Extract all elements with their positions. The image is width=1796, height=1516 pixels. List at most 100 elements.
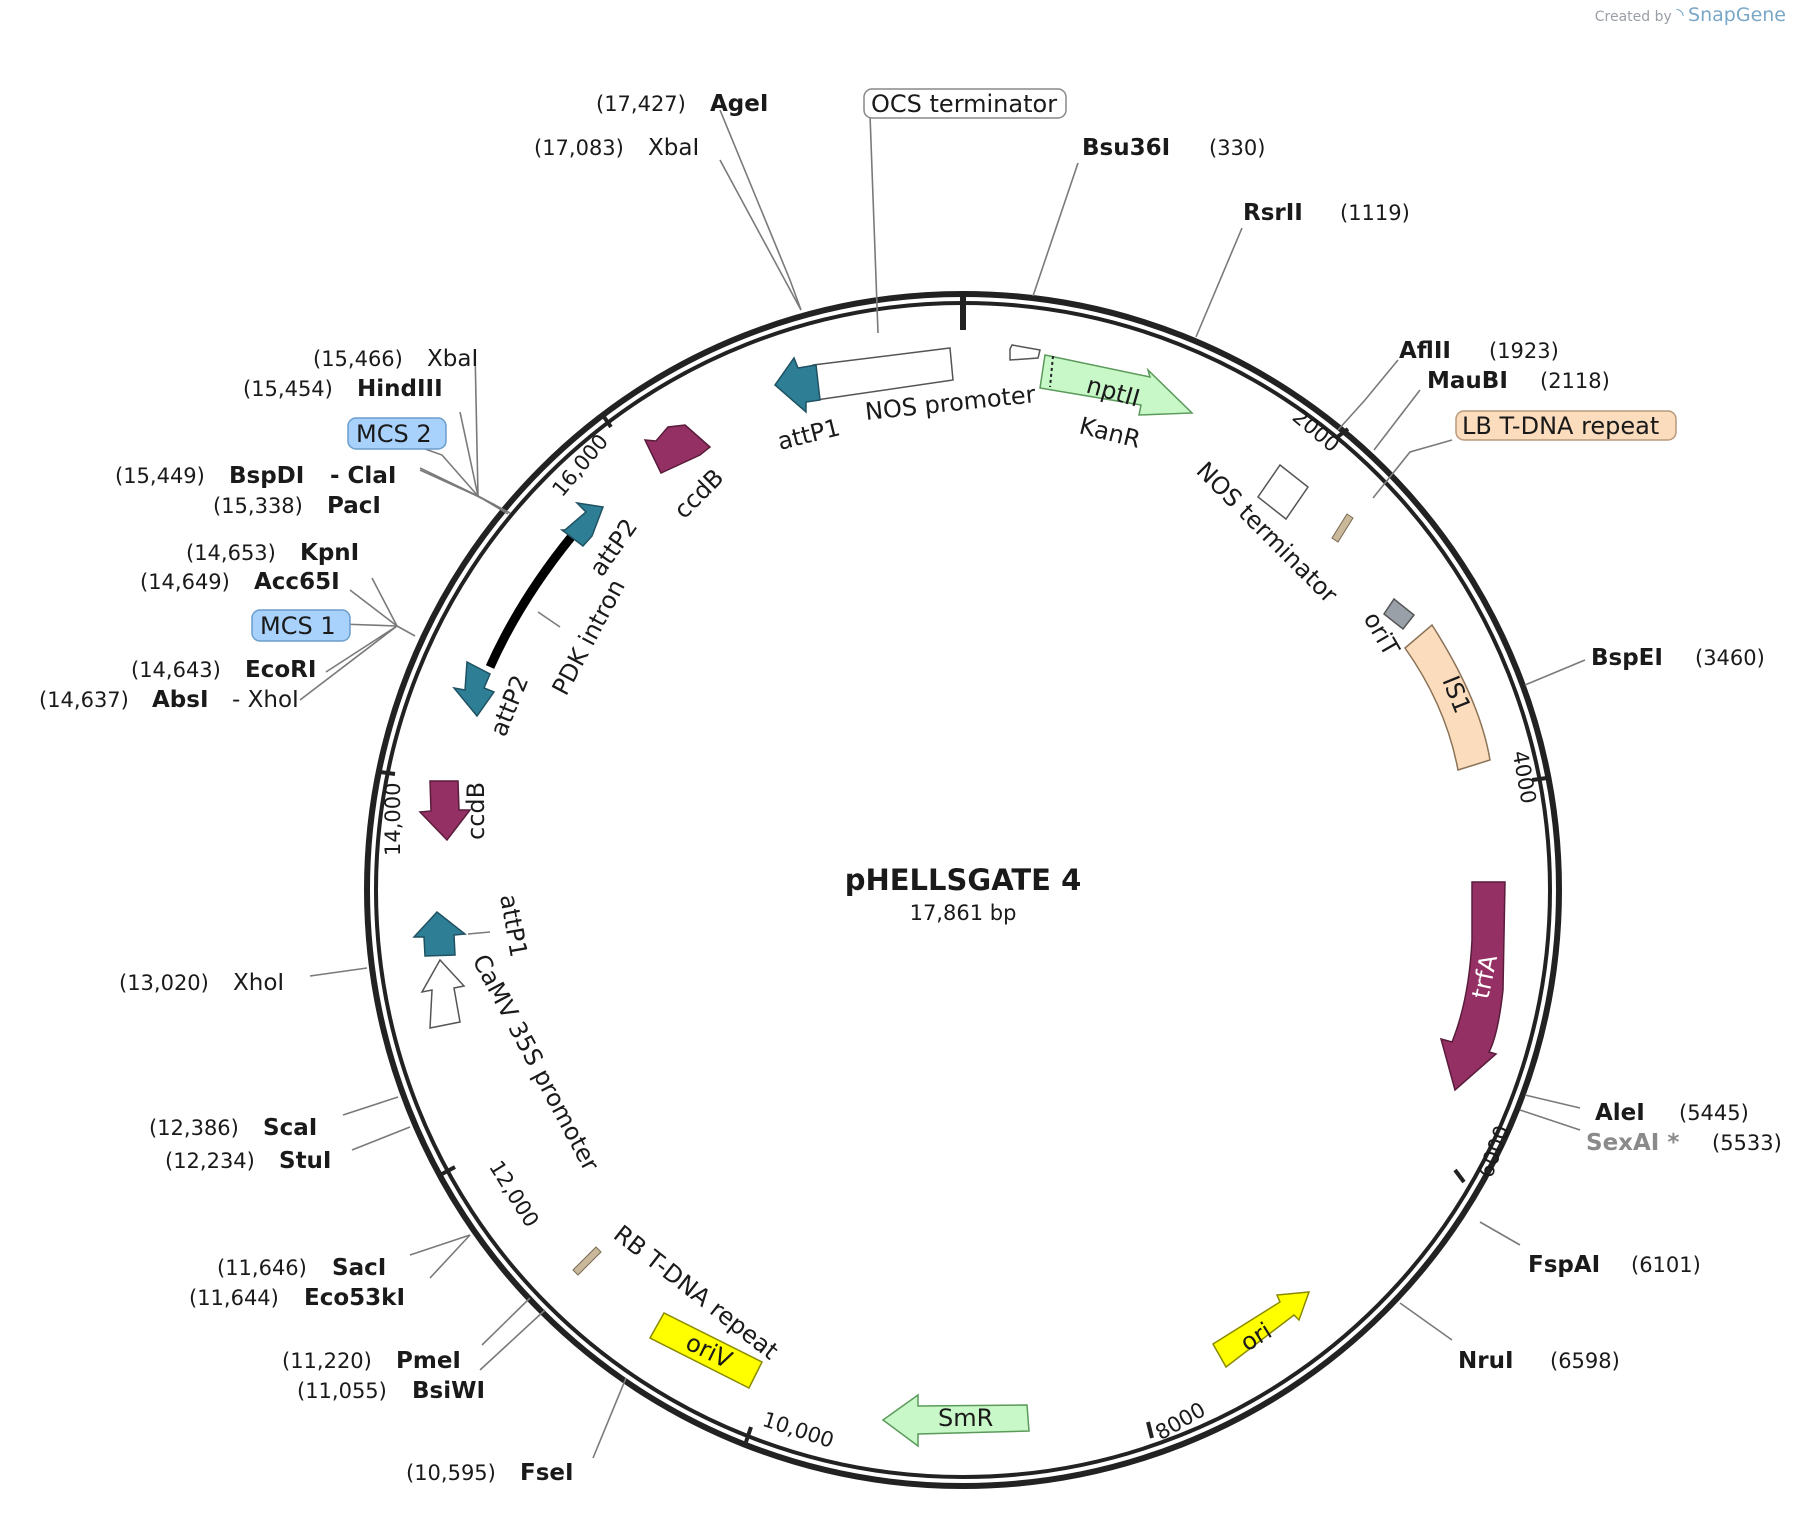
enzyme-name[interactable]: AgeI	[710, 91, 768, 117]
bsu36i-leader	[1032, 162, 1079, 297]
feature-orit[interactable]: oriT	[1358, 597, 1416, 661]
feature-ccdb-left[interactable]: ccdB	[418, 780, 490, 842]
attp2-upper-shape	[559, 501, 605, 548]
enzyme-name[interactable]: XbaI	[648, 135, 699, 161]
attp2-lower-shape	[452, 660, 496, 718]
oriv-shape	[648, 1312, 764, 1390]
pdk-intron-label: PDK intron	[547, 575, 631, 700]
enzyme-name[interactable]: XhoI	[233, 970, 284, 996]
feature-nos-promoter[interactable]: NOS promoter	[812, 347, 1037, 426]
enzyme-name[interactable]: Eco53kI	[304, 1285, 405, 1311]
enzyme-name[interactable]: BspEI	[1591, 645, 1663, 671]
enzyme-position: (11,220)	[282, 1349, 372, 1373]
enzyme-name[interactable]: SacI	[332, 1255, 386, 1281]
enzyme-name[interactable]: StuI	[279, 1148, 332, 1174]
enzyme-name[interactable]: PmeI	[396, 1348, 461, 1374]
ocs-terminator-text: OCS terminator	[871, 90, 1057, 118]
enzyme-name[interactable]: FseI	[520, 1460, 574, 1486]
ruler-tick	[1453, 1168, 1466, 1184]
enzyme-labels: (17,427) AgeI (17,083) XbaI Bsu36I (330)…	[39, 91, 1782, 1486]
enzyme-name[interactable]: Bsu36I	[1082, 135, 1170, 161]
xhoi-leader	[309, 967, 368, 977]
enzyme-name[interactable]: RsrII	[1243, 200, 1303, 226]
enzyme-name[interactable]: XbaI	[427, 346, 478, 372]
ori-shape	[1211, 1291, 1311, 1369]
feature-ccdb-top[interactable]: ccdB	[643, 424, 729, 524]
bsiwi-leader	[479, 1309, 546, 1371]
enzyme-position: (14,637)	[39, 688, 129, 712]
ruler-tick	[379, 770, 396, 776]
enzyme-name[interactable]: SexAI *	[1586, 1130, 1679, 1156]
mcs2-label[interactable]: MCS 2	[347, 417, 447, 450]
attp1-top-label: attP1	[775, 413, 843, 455]
enzyme-leaders	[299, 109, 1586, 1459]
ccdb-left-shape	[418, 780, 472, 842]
enzyme-name[interactable]: Acc65I	[254, 569, 340, 595]
nos-terminator-label: NOS terminator	[1191, 456, 1343, 608]
enzyme-name[interactable]: FspAI	[1528, 1252, 1600, 1278]
nrui-leader	[1399, 1302, 1453, 1341]
enzyme-name[interactable]: AflII	[1399, 338, 1451, 364]
enzyme-name[interactable]: BspDI	[229, 463, 304, 489]
lb-tdna-repeat-feature[interactable]	[1331, 513, 1354, 543]
enzyme-position: (1923)	[1489, 339, 1559, 363]
mcs1-label[interactable]: MCS 1	[251, 609, 351, 642]
agei-leader	[719, 109, 802, 311]
rb-tdna-repeat-shape	[572, 1246, 602, 1276]
enzyme-position: (6598)	[1550, 1349, 1620, 1373]
enzyme-name[interactable]: EcoRI	[245, 657, 316, 683]
sexai-leader	[1519, 1109, 1581, 1131]
enzyme-name[interactable]: ScaI	[263, 1115, 317, 1141]
feature-attp2-lower[interactable]: attP2	[452, 660, 534, 740]
feature-is1[interactable]: IS1	[1403, 623, 1491, 771]
rsrii-leader	[1195, 227, 1243, 338]
enzyme-name[interactable]: KpnI	[300, 540, 359, 566]
lb-tdna-repeat-box	[1455, 410, 1677, 441]
feature-ori[interactable]: ori	[1211, 1291, 1311, 1369]
enzyme-name[interactable]: HindIII	[357, 376, 443, 402]
orit-shape	[1382, 597, 1416, 631]
kanr-label: KanR	[1077, 412, 1144, 454]
ccdb-left-label: ccdB	[462, 782, 490, 840]
enzyme-name[interactable]: PacI	[327, 493, 381, 519]
enzyme-position: (17,427)	[596, 92, 686, 116]
enzyme-name[interactable]: MauBI	[1427, 368, 1508, 394]
ocs-terminator-label[interactable]: OCS terminator	[863, 88, 1067, 119]
attp1-left-leader	[467, 931, 491, 935]
camv-35s-label: CaMV 35S promoter	[467, 950, 605, 1176]
enzyme-position: (13,020)	[119, 971, 209, 995]
ruler-tick	[441, 1165, 456, 1176]
smr-shape	[881, 1393, 1030, 1448]
enzyme-name[interactable]: AleI	[1595, 1100, 1645, 1126]
feature-camv-35s[interactable]: CaMV 35S promoter	[420, 950, 605, 1176]
feature-nptii[interactable]: nptII KanR	[1009, 344, 1194, 454]
fsei-leader	[592, 1377, 627, 1459]
feature-smr[interactable]: SmR	[881, 1393, 1030, 1448]
snapgene-credit: Created by ◝ SnapGene	[1595, 4, 1786, 26]
enzyme-position: (1119)	[1340, 201, 1410, 225]
ruler-tick	[1531, 776, 1548, 782]
ruler-label: 12,000	[484, 1156, 543, 1231]
feature-oriv[interactable]: oriV	[648, 1312, 764, 1390]
trfa-shape	[1439, 881, 1506, 1092]
feature-attp1-left[interactable]: attP1	[412, 892, 533, 959]
credit-prefix: Created by	[1594, 9, 1672, 25]
mcs1-box	[251, 609, 351, 642]
aflii-leader	[1337, 359, 1399, 431]
feature-attp2-upper[interactable]: attP2	[559, 501, 643, 581]
lb-tdna-repeat-label[interactable]: LB T-DNA repeat	[1455, 410, 1677, 441]
enzyme-name[interactable]: BsiWI	[412, 1378, 485, 1404]
feature-nos-terminator[interactable]: NOS terminator	[1191, 456, 1343, 608]
attp1-top-shape	[773, 356, 821, 414]
enzyme-name[interactable]: NruI	[1458, 1348, 1514, 1374]
pdk-intron-leader	[537, 611, 561, 628]
enzyme-position: (11,644)	[189, 1286, 279, 1310]
feature-trfa[interactable]: trfA	[1439, 881, 1506, 1092]
attp1-left-label: attP1	[494, 892, 533, 959]
enzyme-name[interactable]: AbsI	[152, 687, 209, 713]
ruler-tick	[1334, 427, 1350, 440]
ocs-terminator-leader	[869, 114, 879, 334]
enzyme-extra: - XhoI	[232, 687, 299, 713]
xbai-leader	[719, 159, 802, 311]
